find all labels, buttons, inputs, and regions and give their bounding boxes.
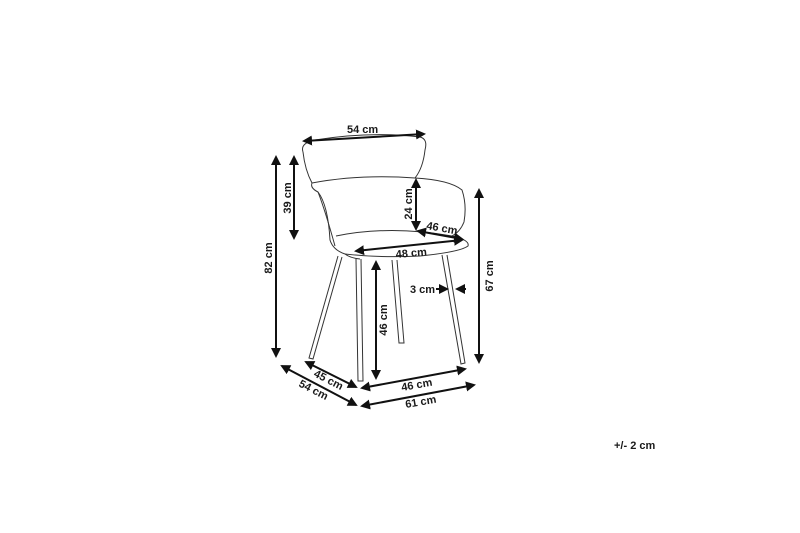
dimension-lines bbox=[271, 129, 484, 410]
tolerance-note: +/- 2 cm bbox=[614, 440, 656, 452]
label-leg-thickness: 3 cm bbox=[410, 284, 435, 296]
dim-seat-width bbox=[354, 235, 464, 256]
label-seat-depth: 46 cm bbox=[425, 220, 458, 237]
label-backrest-height: 39 cm bbox=[282, 182, 294, 213]
label-armrest-height: 67 cm bbox=[484, 260, 496, 291]
label-leg-span-width: 46 cm bbox=[400, 377, 433, 394]
label-back-width: 54 cm bbox=[347, 124, 378, 136]
dimension-labels: 54 cm 82 cm 39 cm 24 cm 46 cm 48 cm 67 c… bbox=[263, 124, 496, 411]
chair-outline bbox=[302, 134, 469, 382]
label-total-height: 82 cm bbox=[263, 242, 275, 273]
dim-total-depth bbox=[280, 365, 358, 406]
label-seat-width: 48 cm bbox=[395, 246, 427, 261]
label-total-width: 61 cm bbox=[404, 394, 437, 411]
label-armrest-above-seat: 24 cm bbox=[403, 188, 415, 219]
label-seat-height: 46 cm bbox=[378, 304, 390, 335]
dim-total-width bbox=[360, 381, 476, 410]
dim-back-width bbox=[302, 129, 426, 146]
